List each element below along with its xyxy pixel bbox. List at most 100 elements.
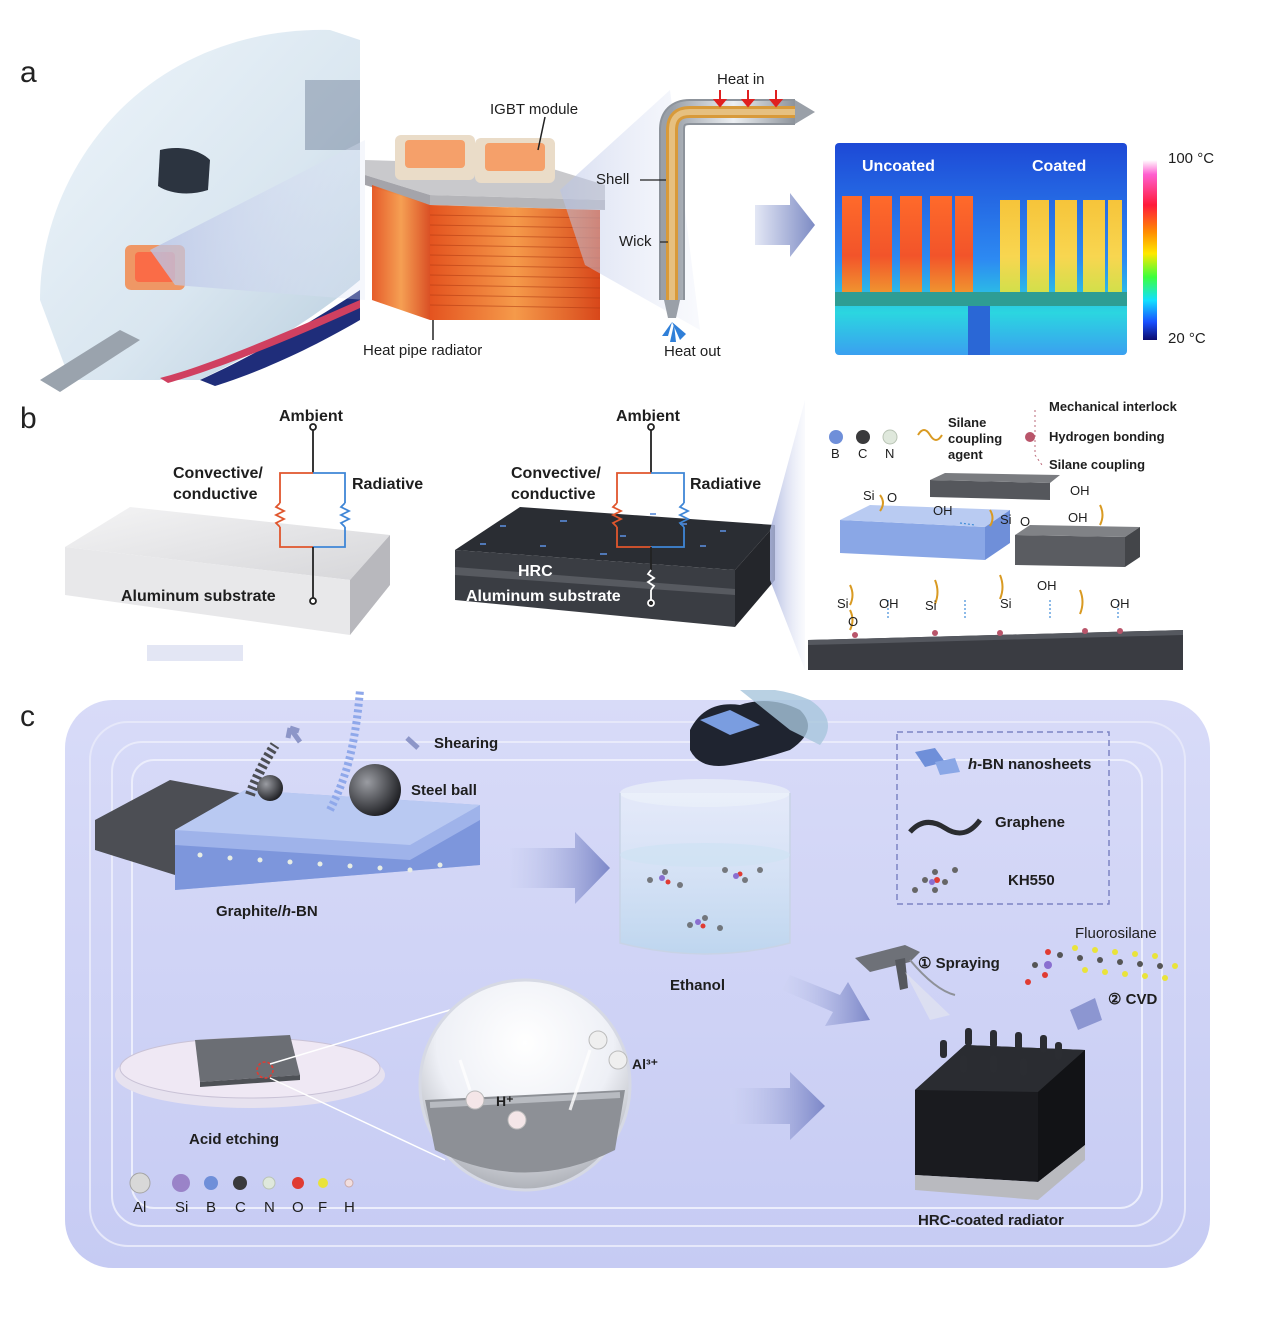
element-legend [129, 1172, 354, 1194]
left-radiative-label: Radiative [352, 476, 424, 493]
o-label-1: O [887, 490, 898, 505]
spray-gun [855, 945, 956, 1020]
hrc-coated-radiator-label: HRC-coated radiator [918, 1212, 1064, 1229]
legend-atom-c: C [858, 446, 868, 461]
heat-pipe-radiator-illustration [365, 116, 605, 340]
mechanical-interlock-label: Mechanical interlock [1049, 399, 1177, 414]
boron-sphere [829, 430, 843, 444]
ethanol-beaker [619, 690, 828, 955]
hrc-slab [455, 507, 775, 627]
left-thermal-circuit [273, 423, 352, 605]
ethanol-label: Ethanol [670, 977, 725, 994]
silane-label-2: coupling [948, 431, 1003, 446]
o-label-3: O [848, 614, 859, 629]
arrow-to-radiator [782, 975, 870, 1026]
legend-atom-b: B [831, 446, 840, 461]
silane-symbol [917, 429, 943, 441]
interlock-sphere [1025, 432, 1035, 442]
fluorosilane-label: Fluorosilane [1075, 925, 1157, 942]
heat-out-label: Heat out [664, 343, 721, 360]
zoom-beam-b [770, 400, 805, 670]
mid-radiative-label: Radiative [690, 476, 762, 493]
nitrogen-sphere [882, 429, 898, 445]
legend-hbn-label: h-BN nanosheets [968, 756, 1092, 773]
si-label-3: Si [837, 596, 849, 611]
spraying-label: ① Spraying [918, 955, 1000, 972]
oh-label-4: OH [879, 596, 899, 611]
oh-label-5: OH [1037, 578, 1057, 593]
element-h: H [344, 1199, 355, 1216]
heat-in-label: Heat in [717, 71, 765, 88]
mid-substrate-label: Aluminum substrate [466, 588, 621, 605]
thermal-image [835, 143, 1127, 355]
shearing-label: Shearing [434, 735, 499, 752]
fluorosilane-molecule [1025, 945, 1178, 985]
middle-thermal-circuit [610, 423, 691, 607]
magnified-lens [418, 978, 632, 1192]
graphite-hbn-block [95, 690, 480, 890]
oh-label-3: OH [1068, 510, 1088, 525]
legend-graphene-icon [908, 818, 983, 836]
element-al: Al [133, 1199, 147, 1216]
acid-etching-label: Acid etching [189, 1131, 280, 1148]
panel-a-illustration [40, 29, 1157, 392]
o-label-2: O [1020, 514, 1031, 529]
si-label-4: Si [925, 598, 937, 613]
uncoated-label: Uncoated [862, 158, 935, 175]
aluminum-slab [65, 507, 390, 635]
panel-c-illustration [65, 690, 1210, 1268]
cvd-arrow [1070, 998, 1102, 1030]
silane-label-1: Silane [948, 415, 987, 430]
oh-label-1: OH [1070, 483, 1090, 498]
h-plus-label: H⁺ [496, 1093, 514, 1109]
coated-label: Coated [1032, 158, 1087, 175]
si-label-2: Si [1000, 512, 1012, 527]
element-b: B [206, 1199, 217, 1216]
panel-letter-b: b [20, 402, 37, 435]
mid-conductive-label: conductive [511, 486, 596, 503]
acid-etching-dish [115, 1035, 385, 1108]
zoom-lines [269, 1009, 451, 1161]
wick-label: Wick [619, 233, 652, 250]
heat-pipe-diagram [640, 90, 815, 342]
legend-kh550-label: KH550 [1008, 872, 1055, 889]
hydrogen-bonding-label: Hydrogen bonding [1049, 429, 1165, 444]
hrc-coated-radiator [915, 1028, 1085, 1200]
legend-atom-n: N [885, 446, 895, 461]
steel-ball-label: Steel ball [411, 782, 477, 799]
scale-max-label: 100 °C [1168, 150, 1215, 167]
arrow-to-beaker [510, 832, 610, 904]
mid-ambient-label: Ambient [616, 408, 680, 425]
legend-box [896, 731, 1110, 905]
oh-label-2: OH [933, 503, 953, 518]
placeholder-bar [147, 645, 243, 661]
carbon-sphere [856, 430, 870, 444]
hrc-label: HRC [518, 563, 553, 580]
arrow-lens-to-radiator [730, 1072, 825, 1140]
left-convective-label: Convective/ [173, 465, 263, 482]
al3-plus-label: Al³⁺ [632, 1056, 659, 1072]
mid-convective-label: Convective/ [511, 465, 601, 482]
scale-min-label: 20 °C [1168, 330, 1206, 347]
oh-label-6: OH [1110, 596, 1130, 611]
panel-b-illustration [65, 395, 1183, 670]
left-ambient-label: Ambient [279, 408, 343, 425]
graphite-hbn-label: Graphite/h-BN [216, 903, 318, 920]
element-n: N [264, 1199, 275, 1216]
left-substrate-label: Aluminum substrate [121, 588, 276, 605]
element-o: O [292, 1199, 304, 1216]
cvd-label: ② CVD [1108, 991, 1158, 1008]
temperature-colorbar [1143, 160, 1157, 340]
si-label-1: Si [863, 488, 875, 503]
panel-letter-a: a [20, 56, 37, 89]
igbt-module-label: IGBT module [490, 101, 579, 118]
element-c: C [235, 1199, 246, 1216]
arrow-to-thermal [755, 193, 815, 257]
interface-schematic [808, 395, 1183, 670]
zoom-beam [150, 140, 365, 300]
si-label-5: Si [1000, 596, 1012, 611]
element-si: Si [175, 1199, 189, 1216]
shell-label: Shell [596, 171, 630, 188]
panel-letter-c: c [20, 700, 35, 733]
legend-kh550-icon [912, 867, 958, 893]
